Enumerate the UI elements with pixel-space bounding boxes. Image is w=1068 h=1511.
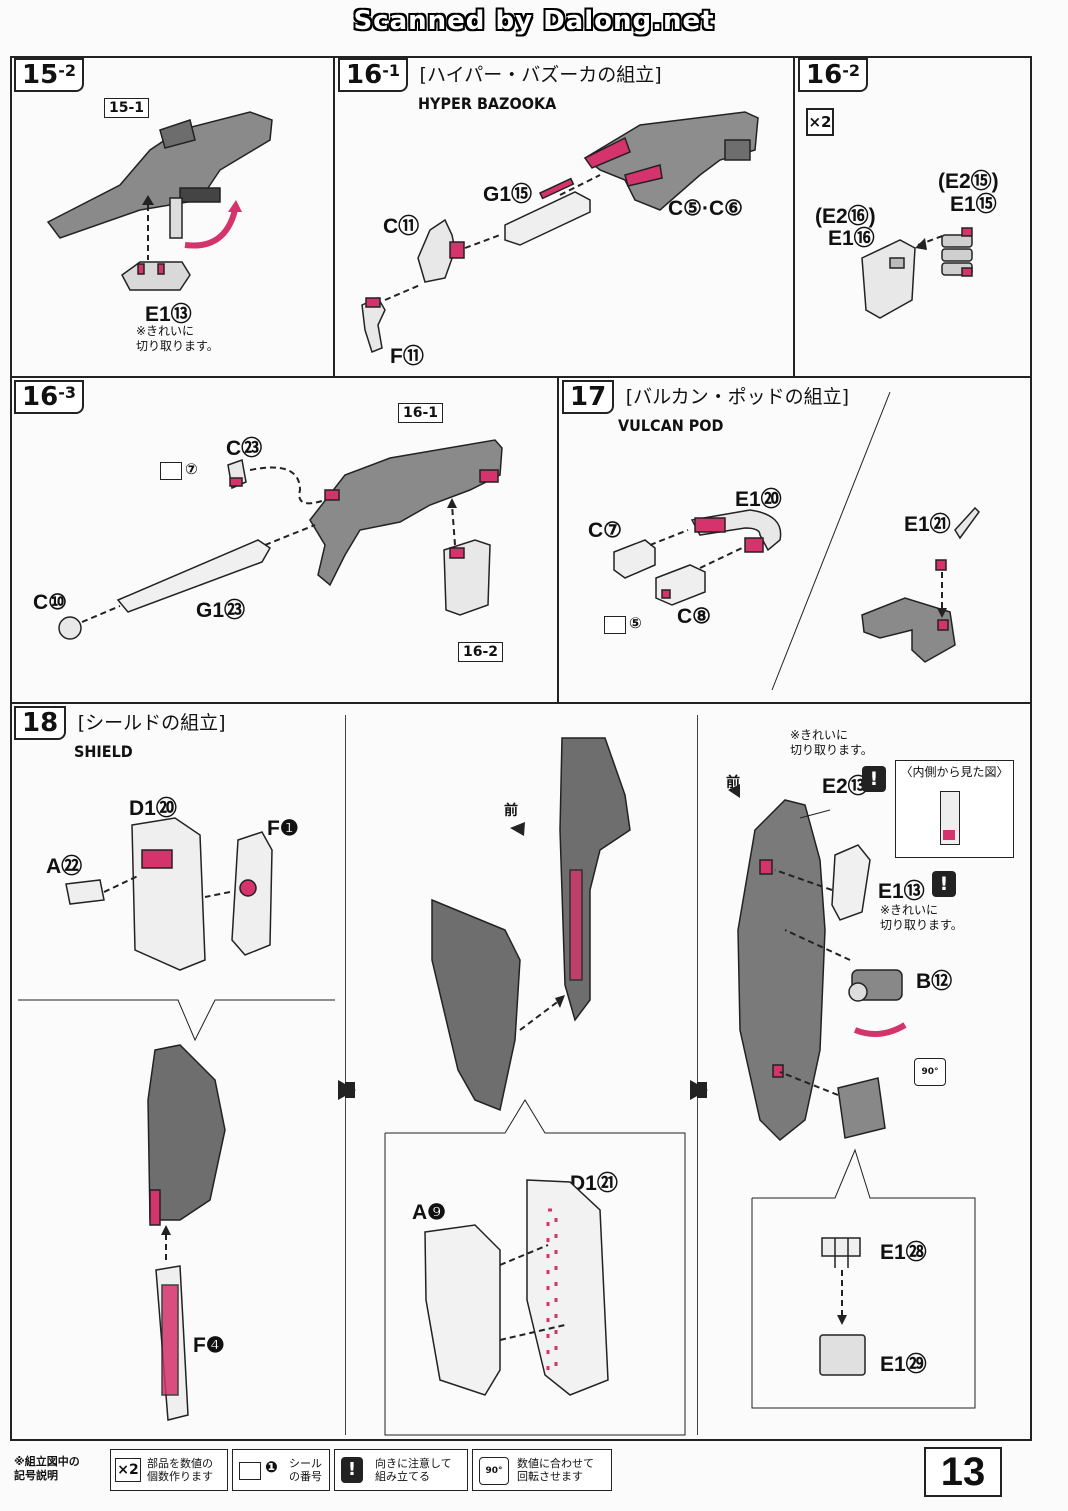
cut-note: ※きれいに 切り取ります。 <box>790 728 873 757</box>
step-number: 16-1 <box>338 58 408 92</box>
cut-note: ※きれいに 切り取ります。 <box>136 324 219 353</box>
step-number: 17 <box>562 380 615 414</box>
part-label-e2-15: (E2⑮) <box>938 170 999 193</box>
seal-icon <box>239 1462 261 1480</box>
part-label-e1-13: E1⑬ <box>878 880 925 903</box>
rotate-90-icon: 90° <box>914 1058 946 1086</box>
page-number: 13 <box>924 1447 1002 1497</box>
step-title-jp: [ハイパー・バズーカの組立] <box>419 64 662 86</box>
step-title-en: VULCAN POD <box>618 416 724 435</box>
divider <box>333 56 335 378</box>
seal-icon <box>160 462 182 480</box>
legend-quantity: ×2 部品を数値の 個数作ります <box>110 1449 228 1491</box>
part-label-a22: A㉒ <box>46 855 83 878</box>
cut-note: ※きれいに 切り取ります。 <box>880 903 963 932</box>
step-title-en: HYPER BAZOOKA <box>418 94 557 113</box>
scan-credit: Scanned by Dalong.net <box>353 6 715 36</box>
quantity-x2-icon: ×2 <box>115 1458 141 1482</box>
part-label-g1-23: G1㉓ <box>196 599 246 622</box>
step-number: 15-2 <box>14 58 84 92</box>
quantity-x2-icon: ×2 <box>806 108 834 136</box>
inside-view-box: 〈内側から見た図〉 <box>895 760 1014 858</box>
part-label-d1-20: D1⑳ <box>129 797 177 820</box>
part-label-f4: F❹ <box>193 1334 225 1357</box>
part-label-c10: C⑩ <box>33 591 67 614</box>
legend-rotate-text: 数値に合わせて 回転させます <box>517 1457 594 1483</box>
step-title-jp: [シールドの組立] <box>77 712 226 734</box>
part-label-c11: C⑪ <box>383 215 420 238</box>
legend-caution: ! 向きに注意して 組み立てる <box>334 1449 468 1491</box>
front-label: 前 <box>726 774 740 790</box>
reference-tag: 16-2 <box>458 642 504 662</box>
front-label: 前 <box>504 802 518 818</box>
legend-quantity-text: 部品を数値の 個数作ります <box>147 1457 213 1483</box>
reference-tag: 15-1 <box>104 98 150 118</box>
part-label-e1-16: E1⑯ <box>828 227 875 250</box>
rotate-90-icon: 90° <box>479 1457 509 1485</box>
part-label-c5-c6: C⑤·C⑥ <box>668 197 743 220</box>
divider <box>557 376 559 704</box>
instruction-sheet <box>10 56 1032 1441</box>
seal-number: ⑦ <box>185 460 198 478</box>
divider <box>10 702 1032 704</box>
legend-caution-text: 向きに注意して 組み立てる <box>375 1457 452 1483</box>
step-16-3-header: 16-3 <box>14 380 84 414</box>
part-label-g1-15: G1⑮ <box>483 183 533 206</box>
part-label-c8: C⑧ <box>677 605 711 628</box>
part-label-c23: C㉓ <box>226 437 263 460</box>
step-number: 16-3 <box>14 380 84 414</box>
part-label-e1-29: E1㉙ <box>880 1353 927 1376</box>
step-title-en: SHIELD <box>74 742 133 761</box>
part-label-e1-20: E1⑳ <box>735 488 782 511</box>
caution-icon: ! <box>862 766 886 792</box>
reference-tag: 16-1 <box>398 403 444 423</box>
inside-view-label: 〈内側から見た図〉 <box>900 765 1009 779</box>
seal-number: ⑤ <box>629 614 642 632</box>
divider <box>345 715 346 1435</box>
part-label-e1-28: E1㉘ <box>880 1241 927 1264</box>
step-16-1-header: 16-1 [ハイパー・バズーカの組立] <box>338 58 662 92</box>
legend-seal-text: シール の番号 <box>289 1457 322 1483</box>
part-label-e2-13: E2⑬ <box>822 775 869 798</box>
divider <box>10 376 1032 378</box>
step-17-header: 17 [バルカン・ポッドの組立] <box>562 380 849 414</box>
step-16-2-header: 16-2 <box>798 58 868 92</box>
caution-icon: ! <box>932 871 956 897</box>
step-number: 16-2 <box>798 58 868 92</box>
part-label-b12: B⑫ <box>916 970 953 993</box>
step-15-2-header: 15-2 <box>14 58 84 92</box>
divider <box>793 56 795 378</box>
legend-title: ※組立図中の 記号説明 <box>14 1455 80 1482</box>
part-label-c7: C⑦ <box>588 519 622 542</box>
part-label-e1-21: E1㉑ <box>904 513 951 536</box>
legend-seal: ❶ シール の番号 <box>232 1449 330 1491</box>
step-18-header: 18 [シールドの組立] <box>14 706 226 740</box>
caution-icon: ! <box>341 1457 363 1483</box>
divider <box>697 715 698 1435</box>
part-label-f1: F❶ <box>267 817 299 840</box>
part-label-f11: F⑪ <box>390 345 424 368</box>
part-label-e1-15: E1⑮ <box>950 193 997 216</box>
step-title-jp: [バルカン・ポッドの組立] <box>625 386 850 408</box>
part-label-e1-13: E1⑬ <box>145 303 192 326</box>
inside-view-part <box>940 791 960 845</box>
seal-icon <box>604 616 626 634</box>
legend-rotate: 90° 数値に合わせて 回転させます <box>472 1449 612 1491</box>
part-label-a9: A❾ <box>412 1201 446 1224</box>
seal-number: ❶ <box>265 1458 278 1476</box>
part-label-d1-21: D1㉑ <box>570 1172 618 1195</box>
step-number: 18 <box>14 706 67 740</box>
part-label-e2-16: (E2⑯) <box>815 205 876 228</box>
